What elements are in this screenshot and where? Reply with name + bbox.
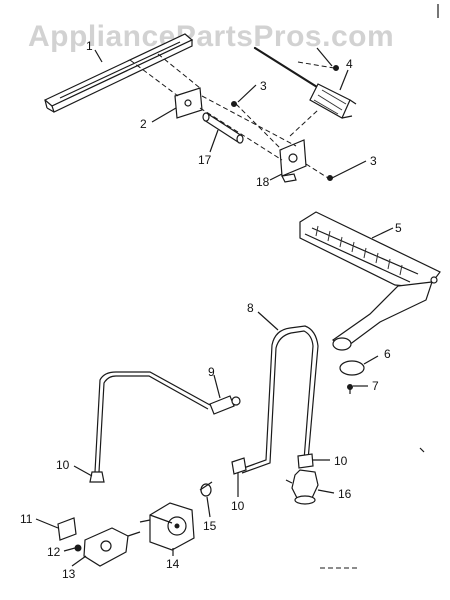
callout-6: 6 — [384, 347, 391, 361]
part-6-shutter — [339, 360, 365, 376]
callout-15: 15 — [203, 519, 217, 533]
watermark-text: AppliancePartsPros.com — [28, 20, 394, 53]
callout-3b: 3 — [370, 154, 377, 168]
part-4-burner-rod — [253, 46, 357, 119]
scan-marks — [320, 447, 425, 569]
assembly-lines — [129, 53, 335, 179]
screw-3b — [327, 175, 333, 181]
callout-9: 9 — [208, 365, 215, 379]
callout-16: 16 — [338, 487, 352, 501]
part-18-bracket — [279, 139, 307, 183]
callout-7: 7 — [372, 379, 379, 393]
part-14-valve — [139, 502, 195, 551]
part-1-rail — [43, 33, 194, 113]
callout-12: 12 — [47, 545, 61, 559]
part-17-tube — [202, 112, 244, 144]
part-11-plate — [57, 517, 77, 541]
part-5-burner — [299, 211, 441, 351]
part-15-fitting — [199, 481, 213, 497]
leader-lines — [35, 47, 394, 567]
part-8-tube — [237, 325, 319, 474]
part-13-thermostat — [83, 527, 141, 567]
callout-10b: 10 — [231, 499, 245, 513]
screw-3a — [231, 101, 237, 107]
screw-top — [333, 65, 339, 71]
callout-10c: 10 — [334, 454, 348, 468]
part-7-screw — [347, 384, 353, 394]
callout-labels: 1 2 3 3 4 5 6 7 8 9 10 10 10 11 12 13 14… — [20, 39, 402, 581]
callout-11: 11 — [20, 512, 33, 526]
callout-8: 8 — [247, 301, 254, 315]
callout-1: 1 — [86, 39, 93, 53]
callout-13: 13 — [62, 567, 76, 581]
callout-18: 18 — [256, 175, 270, 189]
callout-4: 4 — [346, 57, 353, 71]
callout-17: 17 — [198, 153, 212, 167]
part-16-orifice — [285, 469, 319, 505]
callout-3a: 3 — [260, 79, 267, 93]
part-2-bracket — [174, 87, 203, 119]
callout-5: 5 — [395, 221, 402, 235]
part-10-fittings — [89, 453, 314, 483]
callout-2: 2 — [140, 117, 147, 131]
callout-14: 14 — [166, 557, 180, 571]
part-9-tube — [94, 371, 241, 473]
part-12-screw — [74, 544, 82, 552]
callout-10a: 10 — [56, 458, 70, 472]
